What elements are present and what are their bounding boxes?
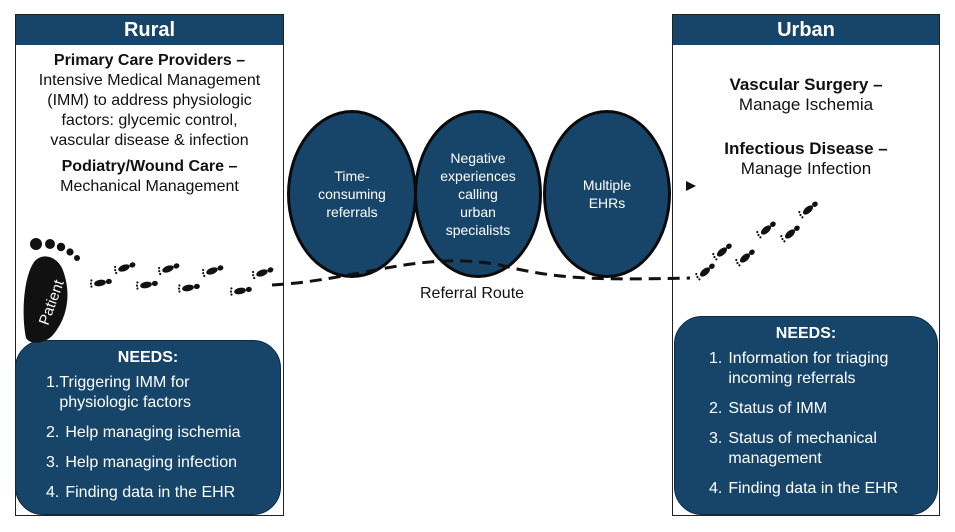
urban-need-text: Information for triaging — [728, 350, 889, 367]
rural-need-item: 4. Finding data in the EHR — [46, 483, 272, 503]
footprints-rural-icon — [89, 259, 275, 296]
urban-need-text: management — [728, 450, 822, 467]
infectious-line: Manage Infection — [740, 159, 872, 178]
vascular-heading: Vascular Surgery – — [729, 75, 883, 94]
urban-need-num: 4. — [709, 480, 723, 497]
urban-need-item: 1. Information for triaging incoming refe… — [709, 349, 931, 389]
rural-need-num: 2. — [46, 424, 60, 441]
rural-need-text: Help managing ischemia — [65, 424, 241, 441]
barrier-text: Negative — [450, 150, 506, 166]
urban-need-text: incoming referrals — [728, 370, 856, 387]
urban-need-num: 1. — [709, 350, 723, 367]
urban-need-item: 3. Status of mechanical management — [709, 429, 931, 469]
rural-needs-title: NEEDS: — [117, 349, 179, 366]
barrier-text: consuming — [318, 186, 386, 202]
footprints-urban-icon — [693, 198, 820, 281]
urban-need-num: 2. — [709, 400, 723, 417]
primary-care-line-3: factors: glycemic control, — [61, 112, 238, 129]
barrier-text: Multiple — [582, 177, 632, 193]
podiatry-heading: Podiatry/Wound Care – — [61, 158, 238, 175]
barrier-text: calling — [458, 186, 498, 202]
urban-needs-box: NEEDS: 1. Information for triaging incomi… — [674, 316, 938, 515]
rural-need-text: Help managing infection — [65, 454, 238, 471]
urban-need-num: 3. — [709, 430, 723, 447]
barrier-text: EHRs — [588, 195, 626, 211]
urban-title: Urban — [673, 15, 939, 45]
barrier-text: urban — [460, 204, 496, 220]
rural-need-num: 4. — [46, 484, 60, 501]
primary-care-line-4: vascular disease & infection — [50, 132, 249, 149]
barrier-text: Time- — [334, 168, 370, 184]
urban-need-text: Status of IMM — [728, 400, 828, 417]
urban-need-item: 2. Status of IMM — [709, 399, 931, 419]
barrier-oval-negative-experiences: Negative experiences calling urban speci… — [414, 110, 542, 278]
barrier-text: referrals — [326, 204, 378, 220]
primary-care-line-1: Intensive Medical Management — [38, 72, 261, 89]
primary-care-heading: Primary Care Providers – — [53, 52, 246, 69]
vascular-line: Manage Ischemia — [738, 95, 874, 114]
referral-arrow-icon — [686, 181, 696, 191]
barrier-text: specialists — [445, 222, 511, 238]
rural-need-item: 1. Triggering IMM for physiologic factors — [46, 373, 272, 413]
rural-needs-box: NEEDS: 1. Triggering IMM for physiologic … — [15, 340, 281, 515]
infectious-block: Infectious Disease – Manage Infection — [673, 139, 939, 179]
urban-need-text: Finding data in the EHR — [728, 480, 899, 497]
rural-need-text: Finding data in the EHR — [65, 484, 236, 501]
rural-need-text: physiologic factors — [59, 394, 191, 411]
primary-care-line-2: (IMM) to address physiologic — [47, 92, 252, 109]
rural-need-item: 3. Help managing infection — [46, 453, 272, 473]
rural-need-item: 2. Help managing ischemia — [46, 423, 272, 443]
referral-route-label: Referral Route — [420, 285, 525, 302]
urban-need-item: 4. Finding data in the EHR — [709, 479, 931, 499]
infectious-heading: Infectious Disease – — [724, 139, 888, 158]
rural-need-num: 3. — [46, 454, 60, 471]
primary-care-block: Primary Care Providers – Intensive Medic… — [16, 51, 283, 151]
patient-foot-icon — [23, 238, 80, 343]
podiatry-line: Mechanical Management — [60, 178, 239, 195]
rural-title: Rural — [16, 15, 283, 45]
referral-route-dashed-line — [271, 259, 691, 287]
rural-need-text: Triggering IMM for — [59, 374, 190, 391]
barrier-oval-multiple-ehrs: Multiple EHRs — [543, 110, 671, 278]
podiatry-block: Podiatry/Wound Care – Mechanical Managem… — [16, 157, 283, 197]
rural-need-num: 1. — [46, 374, 60, 391]
urban-need-text: Status of mechanical — [728, 430, 877, 447]
vascular-block: Vascular Surgery – Manage Ischemia — [673, 75, 939, 115]
urban-needs-title: NEEDS: — [775, 325, 837, 342]
barrier-text: experiences — [440, 168, 516, 184]
